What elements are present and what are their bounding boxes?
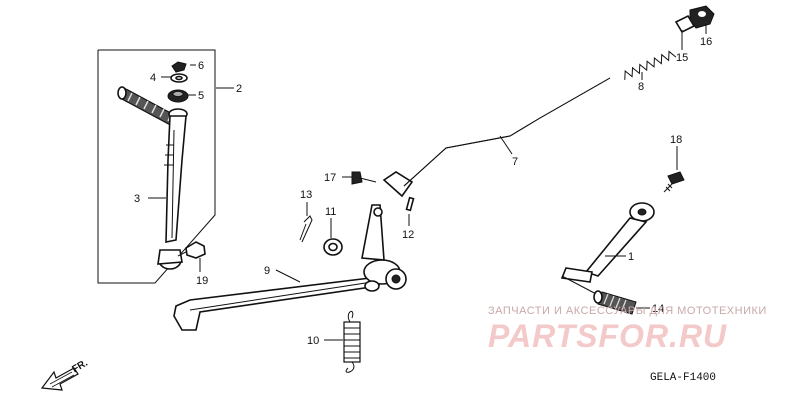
- callout-16: 16: [700, 36, 712, 48]
- part-17-bolt: [351, 171, 377, 185]
- watermark-caption: ЗАПЧАСТИ И АКСЕССУАРЫ ДЛЯ МОТОТЕХНИКИ: [488, 305, 767, 317]
- part-10-spring: [343, 310, 361, 373]
- callout-18: 18: [670, 134, 682, 146]
- callout-19: 19: [196, 275, 208, 287]
- callout-10: 10: [307, 335, 319, 347]
- subassembly-outline: [97, 49, 216, 284]
- callout-4: 4: [150, 72, 156, 84]
- callout-2: 2: [236, 83, 242, 95]
- callout-13: 13: [300, 189, 312, 201]
- part-14-rubber: [593, 290, 637, 315]
- part-13-cotter-pin: [299, 215, 313, 243]
- callout-17: 17: [324, 172, 336, 184]
- callout-9: 9: [264, 265, 270, 277]
- part-8-spring: [624, 50, 677, 80]
- leader-lines: [148, 24, 707, 341]
- callout-12: 12: [402, 229, 414, 241]
- part-6-nut: [171, 61, 187, 73]
- part-3-kick-arm: [157, 108, 188, 270]
- part-11-washer: [323, 238, 343, 256]
- callout-14: 14: [652, 303, 664, 315]
- callout-1: 1: [628, 251, 634, 263]
- callout-5: 5: [198, 90, 204, 102]
- part-9-brake-pedal: [173, 204, 407, 331]
- callout-15: 15: [676, 52, 688, 64]
- part-18-bolt: [663, 171, 685, 193]
- front-arrow-icon: [40, 367, 79, 391]
- callout-11: 11: [325, 206, 336, 218]
- callout-3: 3: [134, 193, 140, 205]
- watermark-logo: PARTSFOR.RU: [488, 318, 728, 354]
- part-16-nut: [689, 5, 715, 29]
- part-19-bolt: [177, 241, 206, 259]
- callout-7: 7: [512, 156, 518, 168]
- callout-8: 8: [638, 81, 644, 93]
- diagram-code: GELA-F1400: [650, 372, 717, 384]
- part-7-brake-rod: [382, 77, 611, 198]
- kick-grip: [117, 86, 181, 129]
- part-4-washer: [170, 73, 188, 83]
- callout-6: 6: [198, 60, 204, 72]
- part-12-pin: [405, 196, 415, 212]
- part-1-pedal: [560, 202, 655, 297]
- part-5-bushing: [167, 89, 189, 103]
